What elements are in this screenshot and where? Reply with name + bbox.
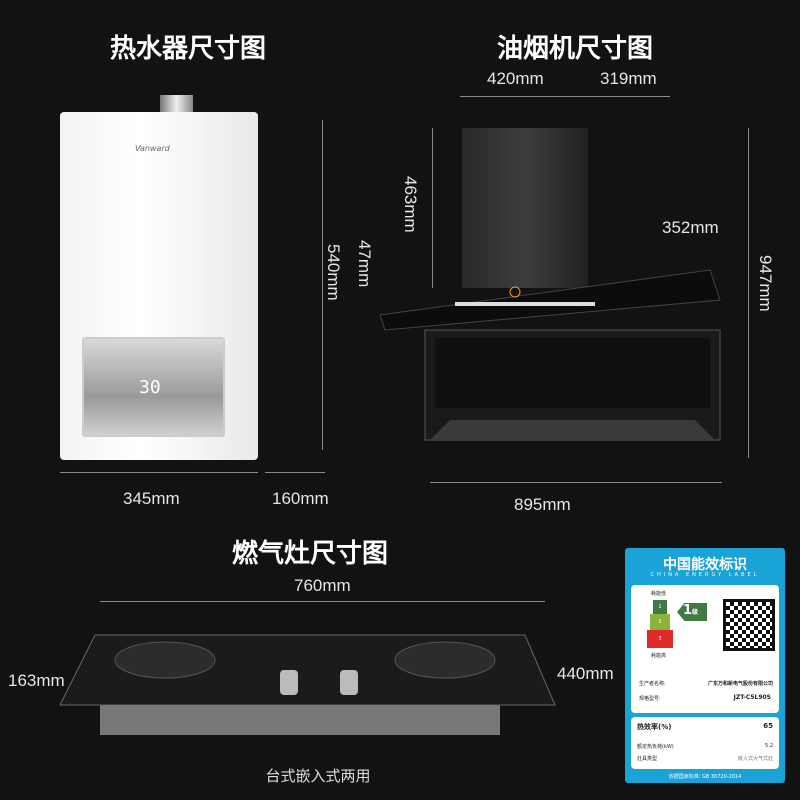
- width-line: [100, 601, 545, 602]
- load-label: 额定热负荷(kW): [637, 744, 674, 750]
- panel-gap: 47mm: [355, 240, 374, 288]
- water-heater-height: 540mm: [324, 244, 343, 301]
- total-height: 947mm: [756, 255, 775, 312]
- water-heater-title: 热水器尺寸图: [109, 34, 267, 64]
- water-heater-image: Vanward 30: [60, 112, 258, 460]
- stove-type: 嵌入式大气式灶: [737, 756, 773, 762]
- chimney-height: 463mm: [401, 176, 420, 233]
- efficiency-label: 热效率(%): [637, 723, 672, 731]
- high-consumption: 耗能高: [651, 653, 667, 659]
- gas-stove-image: [59, 634, 556, 735]
- grade-bar-2: 2: [650, 614, 670, 630]
- control-panel: 30: [82, 337, 225, 437]
- chimney: [462, 128, 588, 288]
- energy-label-subtitle: CHINA ENERGY LABEL: [650, 572, 760, 578]
- width-line: [60, 472, 258, 473]
- chimney-width: 420mm: [487, 69, 544, 88]
- depth-line: [265, 472, 325, 473]
- stove-width: 760mm: [294, 576, 351, 595]
- low-consumption: 耗能低: [651, 591, 667, 597]
- stove-height: 163mm: [8, 671, 65, 690]
- maker-label: 生产者名称:: [639, 681, 666, 687]
- range-hood-width: 895mm: [514, 495, 571, 514]
- qr-code: [723, 599, 775, 651]
- height-line: [322, 120, 323, 450]
- water-heater-width: 345mm: [123, 489, 180, 508]
- chimney-height-line: [432, 128, 433, 288]
- flue-pipe: [160, 95, 193, 115]
- efficiency: 65: [763, 722, 773, 730]
- type-label: 灶具类型: [637, 756, 658, 762]
- temperature-display: 30: [139, 377, 161, 398]
- energy-label-title: 中国能效标识: [663, 557, 747, 573]
- model-label: 规格型号:: [639, 696, 661, 702]
- grade-bar-1: 1: [653, 600, 667, 614]
- width-line: [430, 482, 722, 483]
- maker: 广东万和新电气股份有限公司: [707, 681, 773, 687]
- energy-label: 中国能效标识 CHINA ENERGY LABEL 耗能低 1 2 3 耗能高 …: [625, 548, 785, 783]
- standard: 依据国家标准: GB 30720-2014: [668, 774, 742, 780]
- stove-caption: 台式嵌入式两用: [265, 767, 371, 785]
- water-heater-depth: 160mm: [272, 489, 329, 508]
- grade-arrow: 1级: [677, 603, 707, 621]
- grade-bar-3: 3: [647, 630, 673, 648]
- model: JZT-C5L90S: [733, 694, 771, 701]
- body-depth: 352mm: [662, 218, 719, 237]
- brand-logo: Vanward: [135, 144, 170, 153]
- stove-depth: 440mm: [557, 664, 614, 683]
- load: 5.2: [765, 743, 773, 749]
- gas-stove-title: 燃气灶尺寸图: [231, 539, 389, 569]
- range-hood-image: [379, 269, 721, 441]
- chimney-line: [460, 96, 670, 97]
- total-height-line: [748, 128, 749, 458]
- range-hood-title: 油烟机尺寸图: [496, 34, 654, 64]
- chimney-depth: 319mm: [600, 69, 657, 88]
